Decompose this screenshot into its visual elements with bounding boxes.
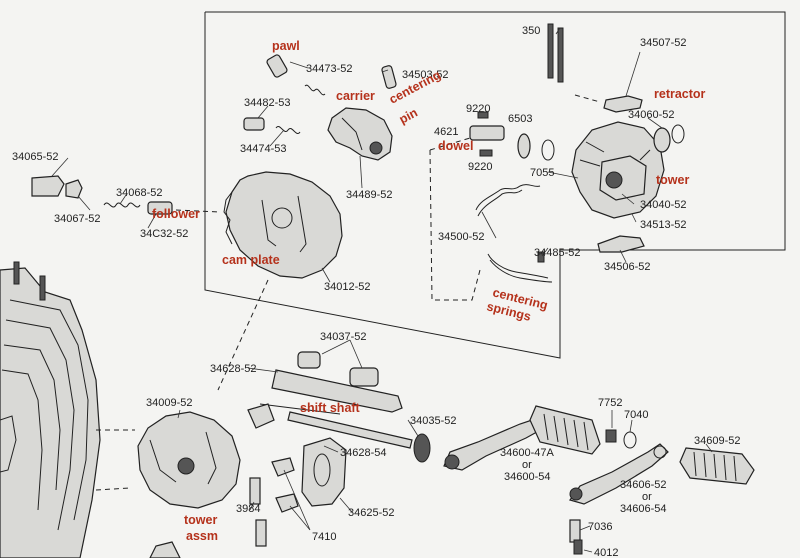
label-tower-assm-2: assm (186, 529, 218, 543)
washer-6503 (517, 133, 531, 159)
pn-34628-52: 34628-52 (210, 363, 257, 375)
pn-34506-52: 34506-52 (604, 261, 651, 273)
centering-spring-upper (475, 184, 541, 217)
subassembly-box (204, 11, 786, 359)
spring-34473 (304, 84, 326, 96)
pn-34606-54: 34606-54 (620, 503, 667, 515)
bushing-34037-left (297, 351, 321, 369)
label-cam-plate: cam plate (222, 253, 280, 267)
label-tower-assm-1: tower (184, 513, 217, 527)
pn-34060-52: 34060-52 (628, 109, 675, 121)
pn-7055: 7055 (530, 167, 554, 179)
kick-pedal-rubber (529, 405, 601, 455)
carrier-part (327, 107, 393, 161)
centering-spring-lower (487, 253, 553, 283)
leader-lines (51, 27, 713, 553)
centering-pin-part (381, 65, 397, 89)
washer-34040 (653, 127, 671, 153)
pn-or-1: or (522, 459, 532, 471)
pn-4012: 4012 (594, 547, 618, 558)
pawl-34482 (243, 117, 265, 131)
pn-34067-52: 34067-52 (54, 213, 101, 225)
spring-34474 (275, 126, 301, 134)
pn-34500-52: 34500-52 (438, 231, 485, 243)
pn-3984: 3984 (236, 503, 260, 515)
pn-6503: 6503 (508, 113, 532, 125)
pn-34625-52: 34625-52 (348, 507, 395, 519)
follower-assembly (31, 175, 173, 215)
bolt-3984 (249, 477, 267, 547)
pn-34474-53: 34474-53 (240, 143, 287, 155)
tower-assembly-part (137, 411, 241, 509)
pn-34009-52: 34009-52 (146, 397, 193, 409)
pn-7036: 7036 (588, 521, 612, 533)
pn-34507-52: 34507-52 (640, 37, 687, 49)
crankcase-housing (0, 261, 101, 558)
shaft-34628-54 (287, 411, 413, 449)
pn-7410: 7410 (312, 531, 336, 543)
washer-7040 (623, 431, 637, 449)
pn-34068-52: 34068-52 (116, 187, 163, 199)
pn-34606-52: 34606-52 (620, 479, 667, 491)
pn-34473-52: 34473-52 (306, 63, 353, 75)
pn-4621: 4621 (434, 126, 458, 138)
partial-part-bottom (149, 541, 181, 558)
pin-34485 (537, 251, 545, 263)
retractor-part (603, 95, 643, 113)
pin-350 (547, 23, 564, 83)
pn-350: 350 (522, 25, 540, 37)
bolt-7036 (569, 519, 583, 555)
shift-pedal-rubber (679, 447, 755, 485)
tower-part (571, 121, 665, 219)
retainer-34506 (597, 235, 645, 253)
label-retractor: retractor (654, 87, 706, 101)
label-shift-shaft: shift shaft (300, 401, 361, 415)
pn-or-2: or (642, 491, 652, 503)
pn-34489-52: 34489-52 (346, 189, 393, 201)
washer-7410 (271, 457, 299, 513)
pn-7040: 7040 (624, 409, 648, 421)
cam-plate-part (223, 171, 343, 279)
label-dowel: dowel (438, 139, 473, 153)
pn-9220-bottom: 9220 (468, 161, 492, 173)
pn-34485-52: 34485-52 (534, 247, 581, 259)
pn-34513-52: 34513-52 (640, 219, 687, 231)
pn-34040-52: 34040-52 (640, 199, 687, 211)
pn-34482-53: 34482-53 (244, 97, 291, 109)
shift-shaft-part (247, 369, 403, 429)
pn-34600-47a: 34600-47A (500, 447, 554, 459)
pn-34609-52: 34609-52 (694, 435, 741, 447)
pn-34065-52: 34065-52 (12, 151, 59, 163)
pn-34037-52: 34037-52 (320, 331, 367, 343)
label-pin: pin (397, 105, 420, 126)
dowel-bolt (469, 111, 505, 157)
label-pawl: pawl (272, 39, 300, 53)
pn-34628-54: 34628-54 (340, 447, 387, 459)
seal-34035 (413, 433, 431, 463)
pn-34012-52: 34012-52 (324, 281, 371, 293)
pn-7752: 7752 (598, 397, 622, 409)
pn-34600-54: 34600-54 (504, 471, 551, 483)
pn-34052-52: 34C32-52 (140, 228, 188, 240)
label-tower: tower (656, 173, 689, 187)
part-number-labels: 350 34507-52 34473-52 34503-52 34482-53 … (12, 25, 741, 558)
nut-7752 (605, 429, 617, 443)
bushing-34037-right (349, 367, 379, 387)
shift-lever-34606 (569, 443, 669, 505)
pn-34503-52: 34503-52 (402, 69, 449, 81)
pn-9220-top: 9220 (466, 103, 490, 115)
spring-clip-34060 (671, 124, 685, 144)
pawl-part (266, 54, 288, 78)
pn-34035-52: 34035-52 (410, 415, 457, 427)
label-carrier: carrier (336, 89, 375, 103)
lever-34625 (301, 437, 347, 507)
washer-small (541, 139, 555, 161)
label-follower: follower (152, 207, 200, 221)
